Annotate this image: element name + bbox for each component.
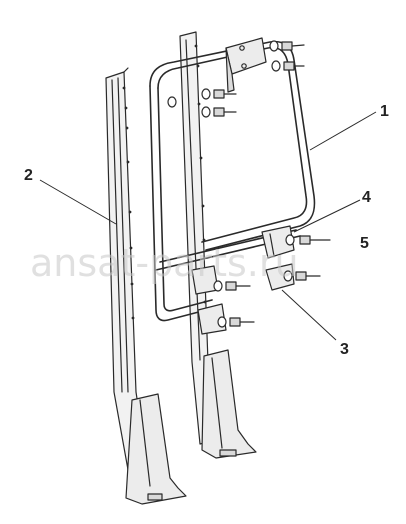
lower-bracket-front [191,263,295,335]
bolt-upper-2 [271,60,305,72]
callout-3: 3 [340,341,349,358]
leader-lines [39,111,377,341]
bolt-upper-1 [269,40,305,52]
callout-4: 4 [362,189,371,206]
lower-bracket-rear [261,225,295,259]
bolt-lower-3 [217,316,255,328]
left-support-rail [105,67,187,505]
upper-bracket [225,37,267,93]
bolt-callout-5 [285,234,331,246]
rear-support-rail [179,31,257,459]
bolt-lower-1 [283,270,321,282]
callout-5: 5 [360,235,369,252]
watermark: ansat-parts.ru [30,241,299,285]
bolt-lower-2 [213,280,251,292]
bolt-mid-1 [167,88,237,108]
rail-holes [122,44,207,320]
callout-2: 2 [24,167,33,184]
callout-1: 1 [380,103,389,120]
bolt-mid-2 [201,106,237,118]
